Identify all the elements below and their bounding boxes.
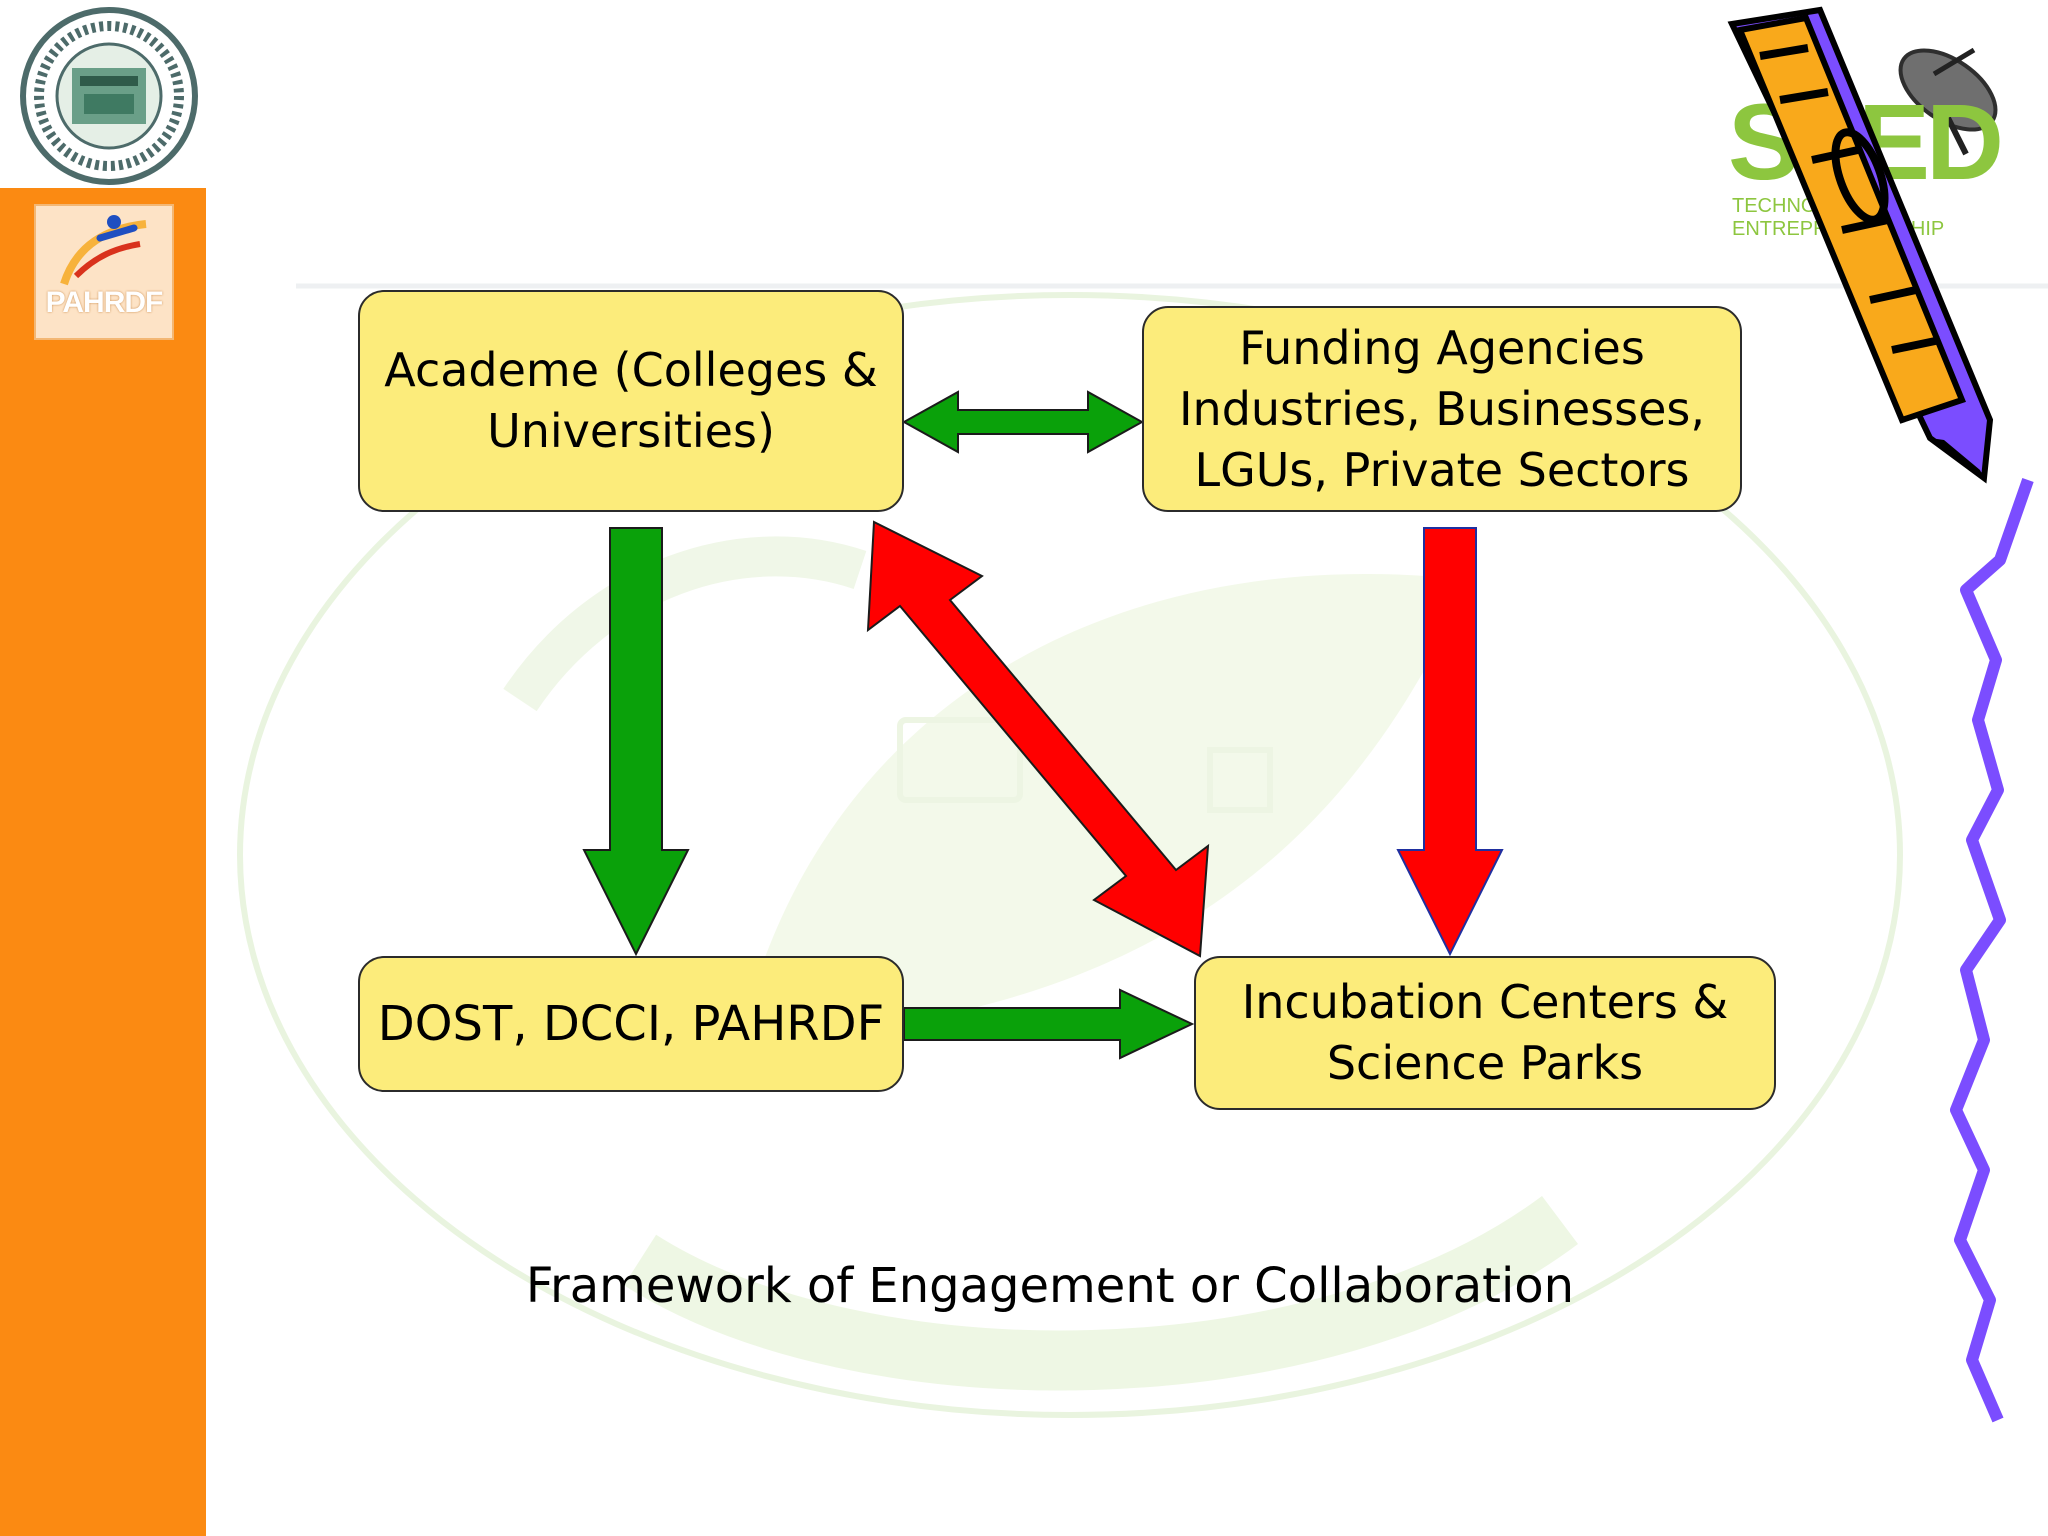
pahrdf-emblem-icon [60, 215, 147, 286]
sted-logo-text: STED [1728, 81, 2004, 202]
node-funding-agencies: Funding Agencies Industries, Businesses,… [1142, 306, 1742, 512]
node-dost-dcci-pahrdf: DOST, DCCI, PAHRDF [358, 956, 904, 1092]
pahrdf-logo: PAHRDF [34, 204, 174, 340]
pahrdf-logo-text: PAHRDF [45, 286, 164, 319]
seal-icon [20, 7, 198, 185]
squiggle-line-icon [1950, 478, 2034, 1423]
sted-logo-subtext: TECHNOLOGY ENTREPRENEURSHIP [1732, 195, 1945, 240]
node-academe: Academe (Colleges & Universities) [358, 290, 904, 512]
sidebar [0, 188, 206, 1536]
sted-logo: STED TECHNOLOGY ENTREPRENEURSHIP [1718, 20, 2018, 240]
node-incubation-centers: Incubation Centers & Science Parks [1194, 956, 1776, 1110]
diagram-caption: Framework of Engagement or Collaboration [525, 1258, 1575, 1314]
